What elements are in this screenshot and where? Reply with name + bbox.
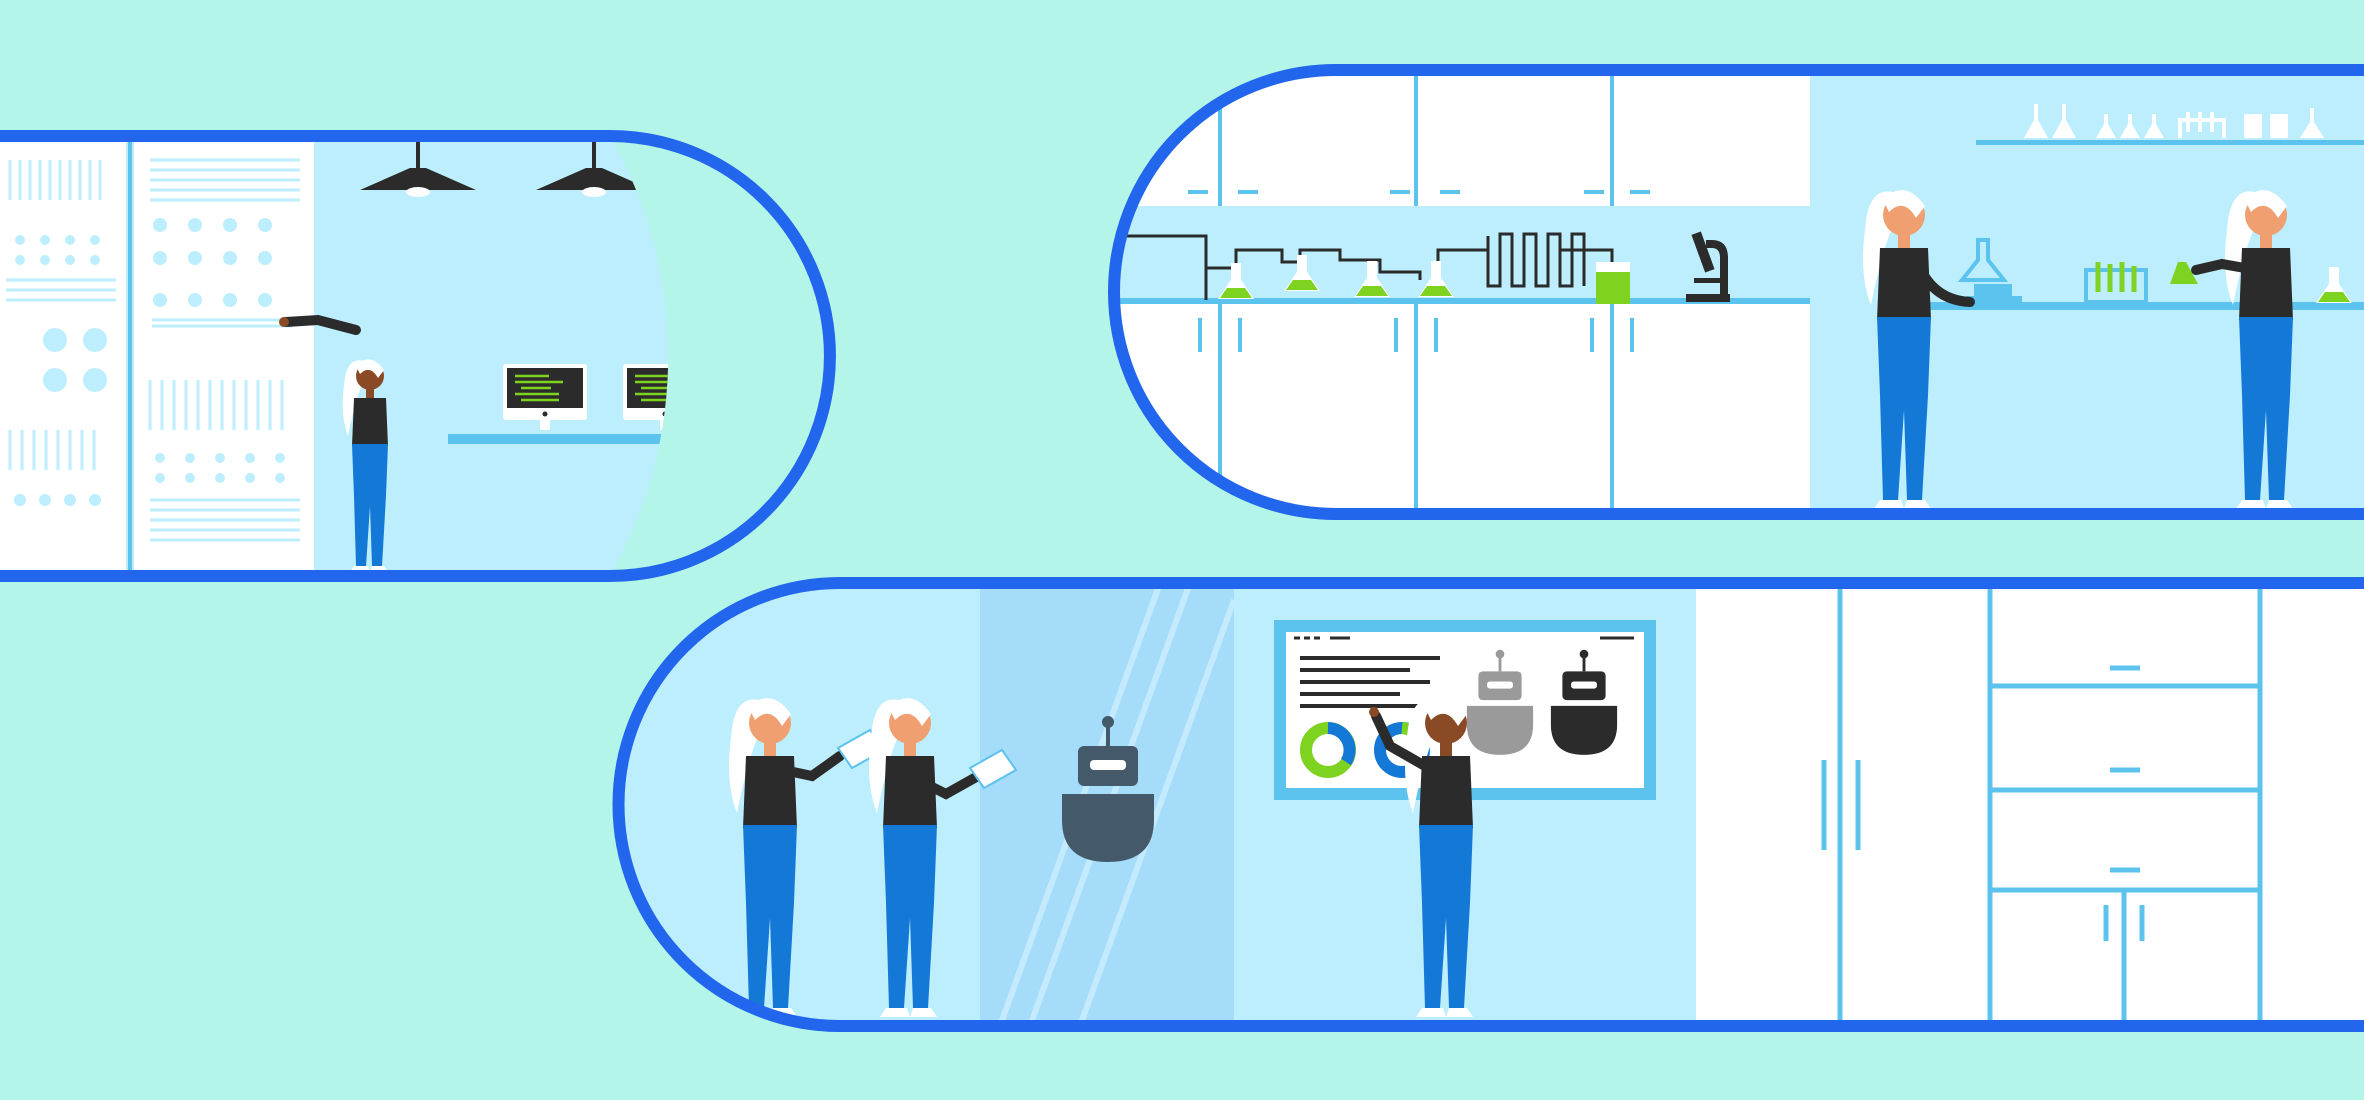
test-tube-rack-icon (2084, 262, 2148, 304)
server-desk (448, 434, 669, 444)
scientist-icon (2170, 190, 2293, 509)
distillation-coil-icon (1124, 232, 1614, 300)
scientist-icon (1369, 698, 1473, 1017)
lab-bench (1900, 302, 2364, 310)
scientist-icon (1863, 190, 1975, 509)
scientist-icon (279, 314, 388, 572)
robotics-lab-capsule (612, 577, 2364, 1032)
server-rack-icon (0, 136, 314, 576)
chemistry-lab-capsule (1108, 64, 2364, 520)
scientist-icon (869, 698, 1018, 1017)
microscope-icon (1686, 231, 1730, 302)
tablet-icon (968, 748, 1018, 790)
glassware-shelf (1976, 104, 2364, 145)
storage-cabinets (1696, 583, 2364, 1026)
donut-chart-icon (1300, 722, 1356, 778)
chemistry-lab-frame (1108, 64, 2364, 520)
test-tube-rack-icon (2178, 112, 2226, 138)
flask-on-burner (1957, 238, 2022, 304)
server-room-frame (0, 130, 836, 582)
server-room-capsule (0, 130, 836, 582)
beaker-icon (1596, 262, 1630, 304)
robotics-lab-frame (612, 577, 2364, 1032)
